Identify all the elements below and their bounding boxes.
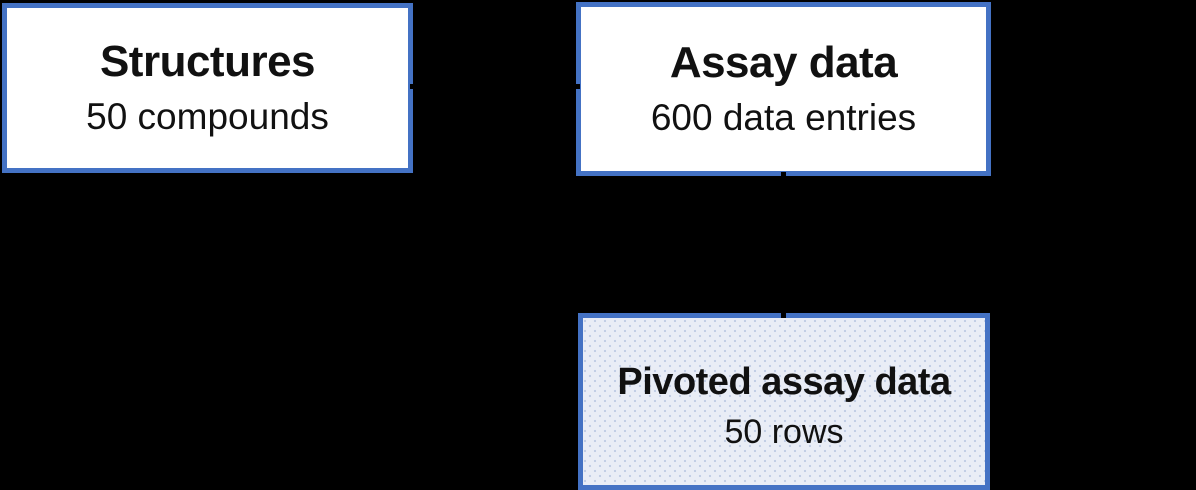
node-structures-title: Structures <box>99 36 316 86</box>
node-pivoted-assay-data-subtitle: 50 rows <box>724 412 844 451</box>
node-assay-data-subtitle: 600 data entries <box>650 96 917 138</box>
connector-assay-data-to-pivoted <box>781 172 786 318</box>
connector-structures-to-assay-data <box>410 84 580 89</box>
node-assay-data: Assay data 600 data entries <box>576 2 991 176</box>
node-pivoted-assay-data-title: Pivoted assay data <box>617 360 951 403</box>
node-structures-subtitle: 50 compounds <box>86 95 329 137</box>
node-assay-data-title: Assay data <box>669 37 898 87</box>
node-structures: Structures 50 compounds <box>2 3 413 173</box>
node-pivoted-assay-data: Pivoted assay data 50 rows <box>578 313 990 490</box>
